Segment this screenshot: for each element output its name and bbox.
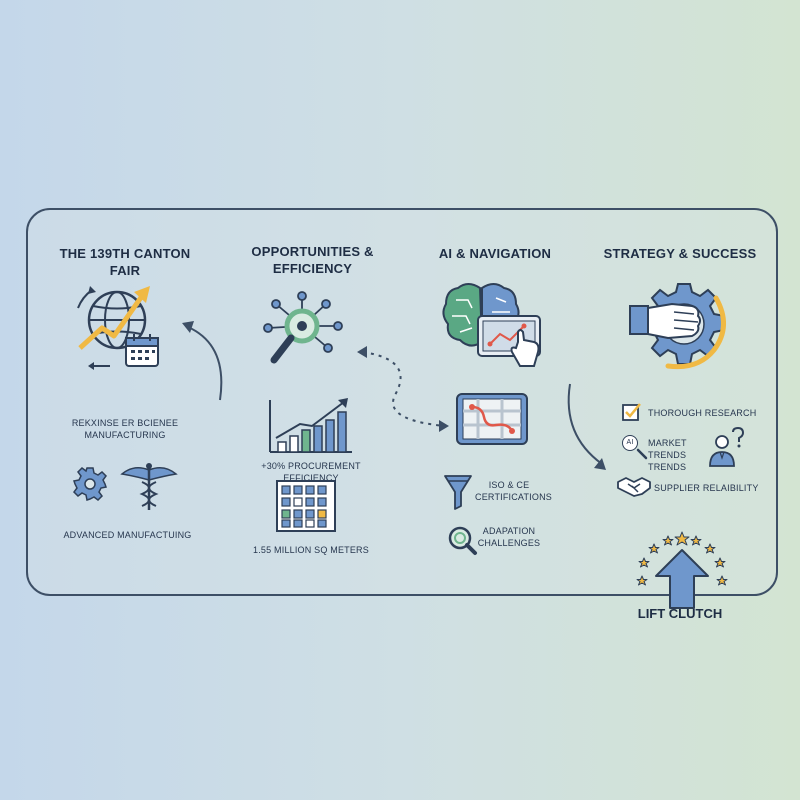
col2-item1-label: +30% PROCUREMENT EFFICIENCY bbox=[261, 461, 361, 483]
col3-item1-label: ISO & CE CERTIFICATIONS bbox=[475, 480, 552, 502]
footer-label: LIFT CLUTCH bbox=[637, 606, 723, 621]
stars-up-arrow-icon bbox=[636, 531, 728, 609]
col4-item3-label: SUPPLIER RELAIBILITY bbox=[654, 483, 759, 493]
dotted-arrow bbox=[357, 346, 449, 432]
col1-title: THE 139TH CANTON FAIR bbox=[59, 246, 191, 278]
col3-title: AI & NAVIGATION bbox=[438, 246, 552, 261]
col3-item2-label: ADAPATION CHALLENGES bbox=[477, 526, 541, 548]
content-panel bbox=[26, 208, 778, 596]
tablet-map-icon bbox=[456, 393, 528, 445]
col2-title: OPPORTUNITIES & EFFICIENCY bbox=[251, 244, 374, 276]
fist-gear-icon bbox=[629, 283, 726, 370]
col4-item1-label: THOROUGH RESEARCH bbox=[648, 408, 757, 418]
handshake-icon bbox=[617, 477, 651, 497]
curved-arrow-1 bbox=[182, 321, 223, 401]
check-icon bbox=[622, 403, 641, 421]
col1-item1-label: REKXINSE ER BCIENEE MANUFACTURING bbox=[71, 418, 179, 440]
person-question-icon bbox=[709, 426, 745, 467]
magnifier-network-icon bbox=[263, 291, 343, 364]
col4-item2-label: MARKET TRENDS TRENDS bbox=[648, 438, 687, 472]
search-icon bbox=[448, 526, 477, 555]
magnifier-small-icon bbox=[636, 448, 648, 460]
funnel-icon bbox=[444, 475, 472, 510]
col1-item2-label: ADVANCED MANUFACTUING bbox=[63, 530, 192, 540]
gear-icon bbox=[73, 467, 107, 501]
floor-grid-icon bbox=[276, 480, 336, 532]
globe-growth-icon bbox=[77, 286, 159, 370]
col4-title: STRATEGY & SUCCESS bbox=[603, 246, 757, 261]
col2-item2-label: 1.55 MILLION SQ METERS bbox=[253, 545, 369, 555]
ai-badge-icon: AI bbox=[622, 435, 638, 451]
bar-chart-icon bbox=[269, 398, 352, 453]
ai-brain-tablet-icon bbox=[442, 283, 541, 367]
caduceus-icon bbox=[120, 463, 178, 510]
curved-arrow-2 bbox=[567, 383, 606, 470]
